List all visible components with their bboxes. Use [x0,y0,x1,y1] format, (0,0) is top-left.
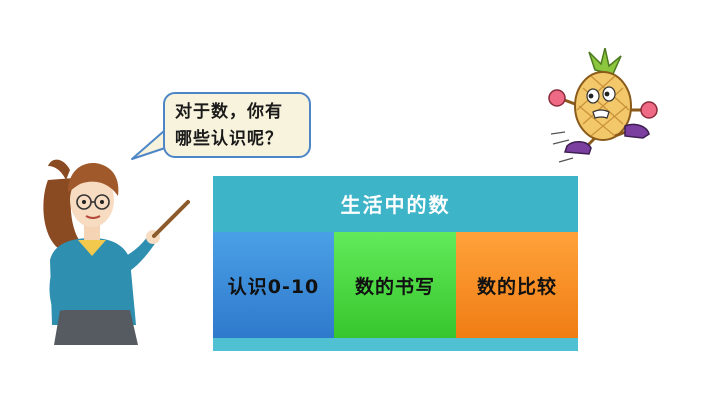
topic-card-label: 数的比较 [476,275,557,298]
topic-card-writing-numbers[interactable]: 数的书写 [334,232,456,338]
board-bottom-strip [213,338,578,351]
bubble-text-line-2: 哪些认识呢？ [175,129,283,149]
speech-bubble: 对于数，你有 哪些认识呢？ [163,92,311,158]
running-pineapple-icon [548,48,658,163]
topic-card-label: 数的书写 [354,275,435,298]
teacher-pointing-icon [43,159,190,345]
topic-board: 生活中的数 认识0-10 数的书写 数的比较 [213,176,578,351]
board-title: 生活中的数 [340,193,451,217]
topic-card-label: 认识0-10 [227,275,320,298]
bubble-text-line-1: 对于数，你有 [175,102,283,122]
topic-card-recognize-0-10[interactable]: 认识0-10 [213,232,334,338]
topic-card-comparing-numbers[interactable]: 数的比较 [456,232,578,338]
topic-cards: 认识0-10 数的书写 数的比较 [213,232,578,338]
